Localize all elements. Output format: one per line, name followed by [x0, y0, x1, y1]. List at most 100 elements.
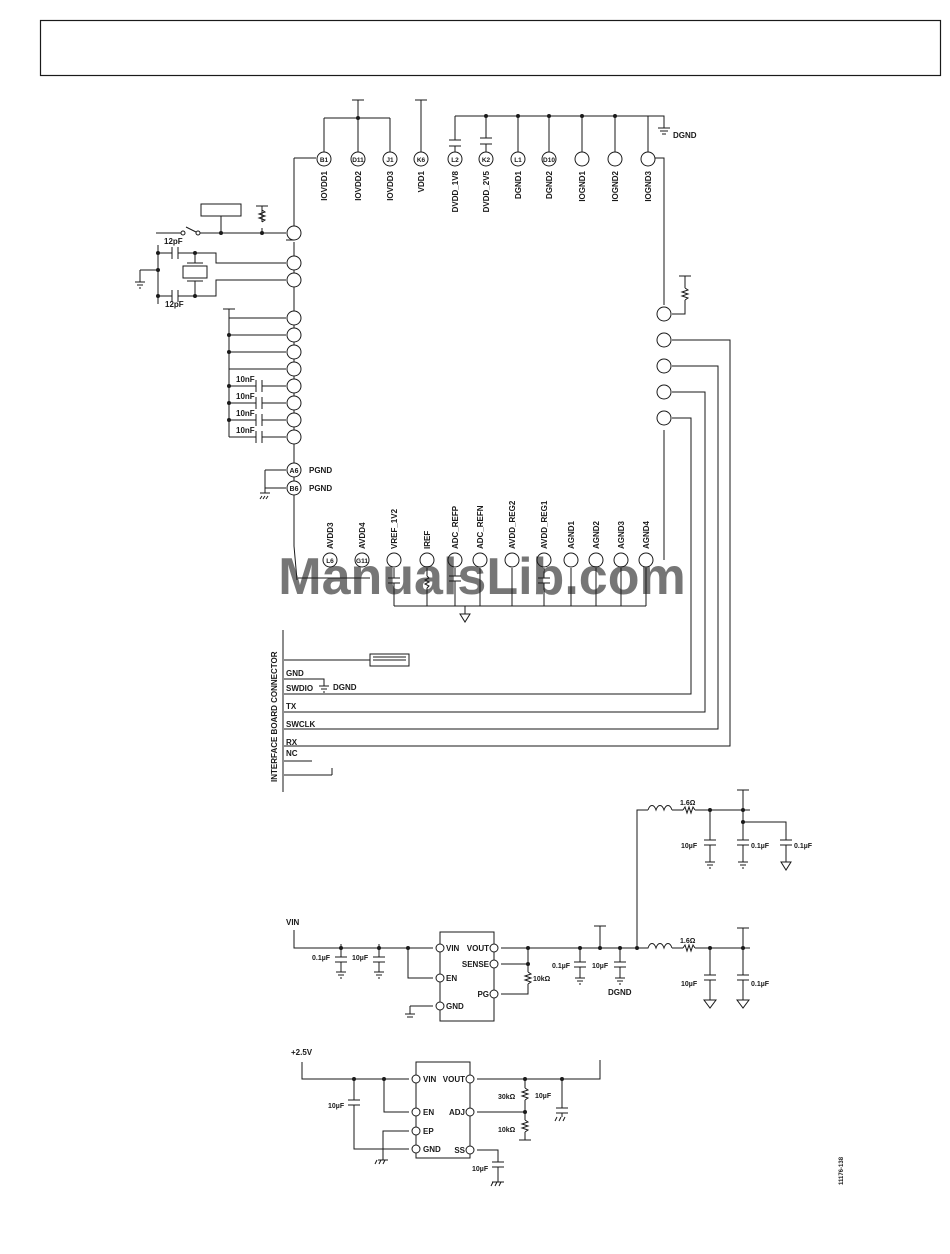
reg1-out-cap-10: 10µF [592, 963, 609, 970]
top-pin-id-3: K6 [417, 157, 426, 164]
top-pin-label-4: DVDD_1V8 [451, 170, 460, 212]
bottom-pin-7 [536, 552, 552, 568]
left-decoupling: 10nF 10nF 10nF 10nF [223, 308, 286, 443]
cap-10nf-2: 10nF [236, 392, 255, 401]
reg1-pin-pg: PG [477, 990, 489, 999]
pin-b6-label: PGND [309, 484, 332, 493]
reg1-vin-label: VIN [286, 918, 300, 927]
reg2-pin-en: EN [423, 1108, 434, 1117]
reg2-out-cap: 10µF [535, 1093, 552, 1100]
bottom-pin-label-10: AGND3 [617, 520, 626, 549]
lower-cap-01: 0.1µF [751, 981, 770, 988]
upper-cap-10: 10µF [681, 843, 698, 850]
bottom-pin-9 [588, 552, 604, 568]
top-pin-2 [382, 151, 398, 167]
reg1-pin-sense: SENSE [462, 960, 490, 969]
bottom-pin-id-0: L6 [326, 558, 334, 565]
top-pin-label-0: IOVDD1 [320, 170, 329, 200]
upper-cap-01b: 0.1µF [794, 843, 813, 850]
top-pin-8 [574, 151, 590, 167]
watermark: ManualsLib.com [278, 548, 685, 606]
bottom-pin-label-6: AVDD_REG2 [508, 500, 517, 549]
top-pin-row: B1IOVDD1D11IOVDD2J1IOVDD3K6VDD1L2DVDD_1V… [316, 151, 656, 212]
top-pin-label-8: IOGND1 [578, 170, 587, 201]
top-pin-3 [413, 151, 429, 167]
signal-tx: TX [286, 702, 297, 711]
right-interface-wires [284, 275, 731, 747]
cap-10nf-3: 10nF [236, 409, 255, 418]
upper-ferrite-label: 1.6Ω [680, 800, 696, 807]
top-pin-label-2: IOVDD3 [386, 170, 395, 200]
reg1-pin-vin: VIN [446, 944, 460, 953]
signal-gnd: GND [286, 669, 304, 678]
top-pin-5 [478, 151, 494, 167]
figure-code: 11176-138 [839, 1156, 845, 1185]
reg1-pin-vout: VOUT [467, 944, 489, 953]
header-frame [39, 19, 942, 77]
main-ic [286, 157, 665, 581]
bottom-pin-label-9: AGND2 [592, 520, 601, 549]
top-pin-id-2: J1 [386, 157, 394, 164]
dgnd-top-label: DGND [673, 131, 697, 140]
bottom-pin-label-1: AVDD4 [358, 522, 367, 549]
bottom-pin-0 [322, 552, 338, 568]
reg1-dgnd: DGND [608, 988, 632, 997]
signal-swdio-dgnd: DGND [333, 683, 357, 692]
bottom-pin-10 [613, 552, 629, 568]
top-pin-0 [316, 151, 332, 167]
reg1-out-cap-01: 0.1µF [552, 963, 571, 970]
top-pin-label-6: DGND1 [514, 170, 523, 199]
bottom-pin-5 [472, 552, 488, 568]
top-pin-id-5: K2 [482, 157, 491, 164]
top-pin-4 [447, 151, 463, 167]
top-pin-1 [350, 151, 366, 167]
bottom-pin-1 [354, 552, 370, 568]
pgnd-pins: A6 B6 PGND PGND [259, 462, 332, 500]
reg2-input-label: +2.5V [291, 1048, 313, 1057]
upper-cap-01a: 0.1µF [751, 843, 770, 850]
reg1-pg-resistor: 10kΩ [533, 976, 551, 983]
bottom-pin-label-4: ADC_REFP [451, 505, 460, 549]
signal-swclk: SWCLK [286, 720, 316, 729]
top-pin-id-7: D10 [543, 157, 555, 164]
bottom-pin-6 [504, 552, 520, 568]
top-pin-7 [541, 151, 557, 167]
xtal-cap-top: 12pF [164, 237, 183, 246]
bottom-pin-label-11: AGND4 [642, 520, 651, 549]
reg2-pin-vout: VOUT [443, 1075, 465, 1084]
top-pin-id-1: D11 [352, 157, 364, 164]
reg1-cap-01: 0.1µF [312, 955, 331, 962]
top-pin-id-0: B1 [320, 157, 329, 164]
regulator-2: +2.5V 10µF VIN VOUT EN ADJ EP GND SS 30k… [291, 1048, 601, 1187]
bottom-pin-label-8: AGND1 [567, 520, 576, 549]
bottom-pin-label-2: VREF_1V2 [390, 508, 399, 549]
reg2-ss-cap: 10µF [472, 1166, 489, 1173]
reg2-pin-gnd: GND [423, 1145, 441, 1154]
reg2-pin-ep: EP [423, 1127, 434, 1136]
cap-10nf-1: 10nF [236, 375, 255, 384]
top-pin-9 [607, 151, 623, 167]
pin-b6-id: B6 [290, 486, 299, 493]
bottom-pin-4 [447, 552, 463, 568]
xtal-cap-bottom: 12pF [165, 300, 184, 309]
reg2-pin-ss: SS [454, 1146, 465, 1155]
crystal-circuit: 12pF 12pF [135, 237, 286, 309]
reg1-cap-10: 10µF [352, 955, 369, 962]
reg2-pin-vin: VIN [423, 1075, 437, 1084]
bottom-pin-3 [419, 552, 435, 568]
bottom-pin-label-0: AVDD3 [326, 522, 335, 549]
top-pin-label-5: DVDD_2V5 [482, 170, 491, 212]
signal-rx: RX [286, 738, 298, 747]
top-supply-rails: DGND [323, 99, 697, 152]
reset-circuit [156, 203, 286, 236]
reg2-input-cap: 10µF [328, 1103, 345, 1110]
bottom-pin-2 [386, 552, 402, 568]
top-pin-label-7: DGND2 [545, 170, 554, 199]
top-pin-label-1: IOVDD2 [354, 170, 363, 200]
regulator-1: VIN 0.1µF 10µF VIN VOUT SENSE EN PG GND … [286, 809, 648, 1022]
bottom-analog-network [298, 568, 647, 623]
reg2-r-bottom: 10kΩ [498, 1127, 516, 1134]
bottom-pin-11 [638, 552, 654, 568]
